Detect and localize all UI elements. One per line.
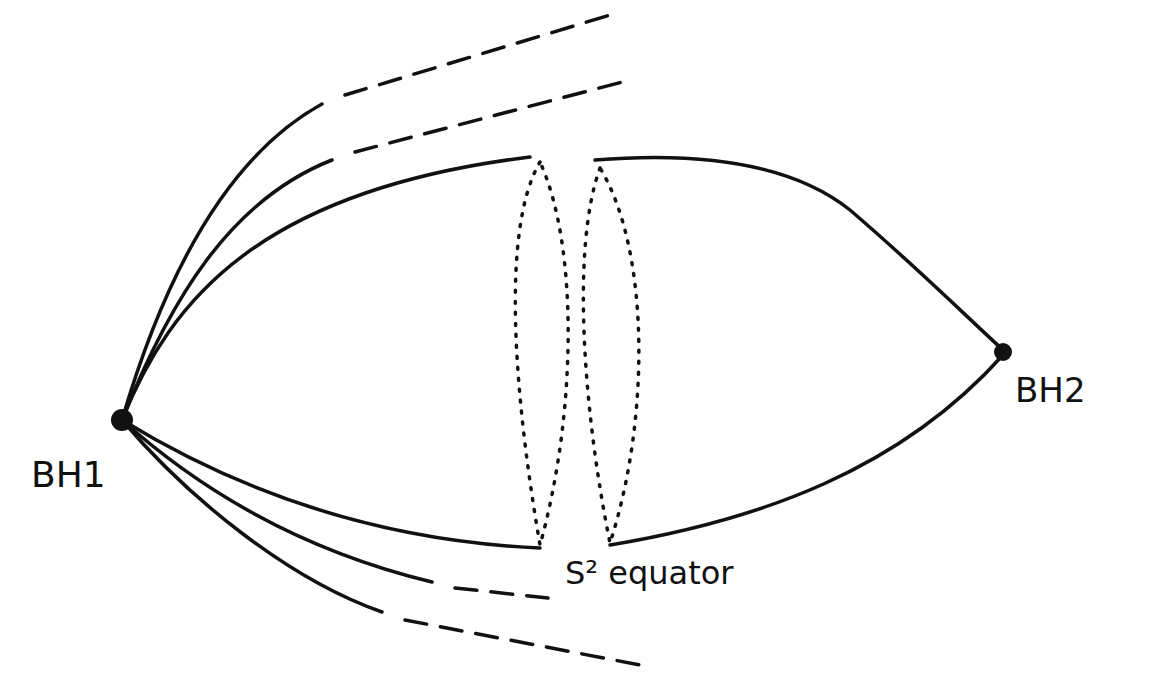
black-hole-dot — [994, 343, 1012, 361]
upper-right-arc — [595, 157, 1003, 350]
black-hole-label: BH2 — [1012, 372, 1089, 409]
field-line-dashed — [355, 80, 630, 152]
equator-loop — [583, 168, 638, 543]
black-hole-dot — [111, 409, 133, 431]
black-hole-label: BH1 — [28, 455, 109, 495]
upper-left-arc — [122, 157, 530, 420]
field-line — [122, 420, 382, 612]
equator-loop — [515, 162, 568, 545]
field-line-dashed — [405, 620, 640, 665]
equator-label: S² equator — [562, 556, 736, 591]
lower-right-arc — [610, 355, 1003, 545]
field-line-dashed — [455, 588, 548, 598]
field-line-dashed — [345, 12, 620, 95]
field-line — [122, 104, 322, 420]
field-line — [122, 160, 332, 420]
